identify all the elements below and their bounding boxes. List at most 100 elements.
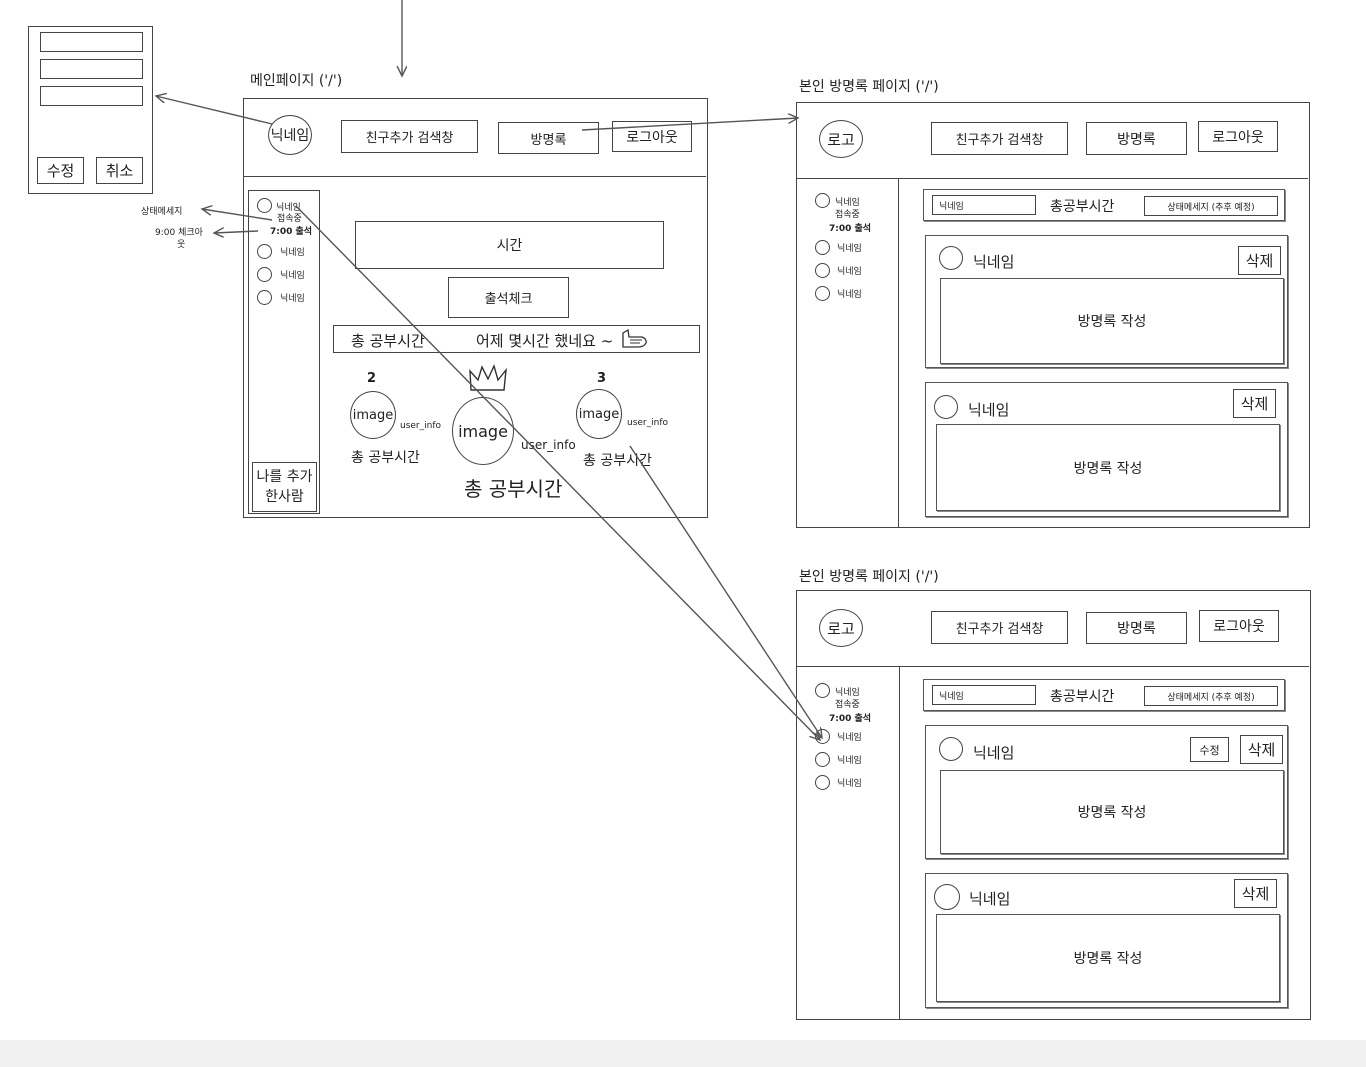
entry-content[interactable]: 방명록 작성 (940, 770, 1284, 854)
popup-edit-button[interactable]: 수정 (37, 157, 84, 184)
guestbook-button[interactable]: 방명록 (498, 122, 599, 154)
guestbook-button[interactable]: 방명록 (1086, 612, 1187, 644)
status-message-annotation: 상태메세지 (141, 207, 183, 217)
profile-status-message: 상태메세지 (추후 예정) (1144, 686, 1278, 706)
entry-delete-button[interactable]: 삭제 (1240, 735, 1283, 764)
checkout-annotation-line2: 웃 (177, 240, 186, 250)
rank-2-number: 2 (367, 371, 377, 386)
friend-avatar-icon (257, 267, 272, 282)
total-study-label: 총 공부시간 (351, 332, 425, 350)
yesterday-study-message: 어제 몇시간 했네요 ~ (476, 332, 614, 350)
friend-avatar-icon (257, 198, 272, 213)
friend-search-input[interactable]: 친구추가 검색창 (931, 611, 1068, 644)
logout-button[interactable]: 로그아웃 (1198, 121, 1278, 152)
friend-nickname[interactable]: 닉네임 (837, 756, 862, 766)
friend-nickname[interactable]: 닉네임 (837, 779, 862, 789)
friend-nickname[interactable]: 닉네임 (835, 688, 860, 698)
rank-3-image[interactable]: image (576, 389, 622, 439)
guestbook-page-title: 본인 방명록 페이지 ('/') (799, 569, 939, 585)
rank-2-image[interactable]: image (350, 391, 396, 439)
entry-nickname: 닉네임 (969, 890, 1011, 908)
entry-avatar-icon (934, 395, 958, 419)
guestbook-entry: 닉네임 삭제 방명록 작성 (925, 873, 1288, 1008)
entry-avatar-icon (939, 737, 963, 761)
friend-avatar-icon (815, 240, 830, 255)
entry-content[interactable]: 방명록 작성 (940, 278, 1284, 364)
nickname-avatar-button[interactable]: 닉네임 (268, 115, 312, 155)
guestbook-entry: 닉네임 수정 삭제 방명록 작성 (925, 725, 1288, 859)
friend-nickname[interactable]: 닉네임 (835, 198, 860, 208)
guestbook-sidebar: 닉네임 접속중 7:00 출석 닉네임 닉네임 닉네임 (797, 667, 900, 1019)
study-time-display: 시간 (355, 221, 664, 269)
popup-input-3[interactable] (40, 86, 143, 106)
profile-info-bar: 닉네임 총공부시간 상태메세지 (추후 예정) (923, 679, 1285, 711)
popup-cancel-button[interactable]: 취소 (96, 157, 143, 184)
friend-avatar-icon (815, 286, 830, 301)
rank-3-total-study: 총 공부시간 (583, 453, 652, 469)
popup-input-1[interactable] (40, 32, 143, 52)
friend-nickname[interactable]: 닉네임 (280, 271, 305, 281)
guestbook-entry: 닉네임 삭제 방명록 작성 (925, 235, 1288, 368)
friend-avatar-icon (815, 263, 830, 278)
entry-nickname: 닉네임 (973, 253, 1015, 271)
rank-2-total-study: 총 공부시간 (351, 450, 420, 466)
entry-delete-button[interactable]: 삭제 (1238, 246, 1281, 275)
main-page-title: 메인페이지 ('/') (250, 73, 343, 89)
friend-avatar-icon (815, 729, 830, 744)
friend-online-status: 접속중 (835, 700, 860, 710)
logout-button[interactable]: 로그아웃 (612, 121, 692, 152)
entry-avatar-icon (934, 884, 960, 910)
attendance-check-button[interactable]: 출석체크 (448, 277, 569, 318)
friend-nickname[interactable]: 닉네임 (280, 248, 305, 258)
friend-avatar-icon (815, 683, 830, 698)
added-me-button[interactable]: 나를 추가 한사람 (252, 462, 317, 512)
guestbook-page-title: 본인 방명록 페이지 ('/') (799, 79, 939, 95)
rank-3-user-info: user_info (627, 418, 669, 428)
bottom-bar (0, 1040, 1366, 1067)
logout-button[interactable]: 로그아웃 (1199, 610, 1279, 642)
logo[interactable]: 로고 (819, 609, 863, 647)
friend-avatar-icon (815, 193, 830, 208)
crown-icon (469, 363, 507, 391)
guestbook-button[interactable]: 방명록 (1086, 122, 1187, 155)
total-study-bar: 총 공부시간 어제 몇시간 했네요 ~ (333, 325, 700, 353)
friend-online-status: 접속중 (835, 210, 860, 220)
entry-edit-button[interactable]: 수정 (1190, 737, 1229, 762)
friend-avatar-icon (257, 244, 272, 259)
main-header: 닉네임 친구추가 검색창 방명록 로그아웃 (244, 99, 706, 177)
friend-avatar-icon (257, 290, 272, 305)
friend-avatar-icon (815, 775, 830, 790)
profile-nickname: 닉네임 (932, 195, 1036, 215)
friend-avatar-icon (815, 752, 830, 767)
entry-content[interactable]: 방명록 작성 (936, 424, 1280, 511)
rank-1-user-info: user_info (521, 438, 576, 452)
friend-search-input[interactable]: 친구추가 검색창 (931, 122, 1068, 155)
profile-total-study: 총공부시간 (1050, 199, 1115, 215)
rank-3-number: 3 (597, 371, 607, 386)
entry-delete-button[interactable]: 삭제 (1234, 879, 1277, 908)
friend-nickname[interactable]: 닉네임 (837, 267, 862, 277)
popup-input-2[interactable] (40, 59, 143, 79)
main-page-frame: 닉네임 친구추가 검색창 방명록 로그아웃 닉네임 접속중 7:00 출석 닉네… (243, 98, 708, 518)
logo[interactable]: 로고 (819, 120, 863, 158)
entry-delete-button[interactable]: 삭제 (1233, 389, 1276, 418)
rank-1-image[interactable]: image (452, 397, 514, 465)
edit-popup: 수정 취소 (28, 26, 153, 194)
hand-point-icon (622, 328, 647, 348)
guestbook-page-frame: 로고 친구추가 검색창 방명록 로그아웃 닉네임 접속중 7:00 출석 닉네임… (796, 590, 1311, 1020)
entry-nickname: 닉네임 (968, 401, 1010, 419)
friend-sidebar: 닉네임 접속중 7:00 출석 닉네임 닉네임 닉네임 나를 추가 한사람 (248, 190, 320, 514)
friend-nickname[interactable]: 닉네임 (280, 294, 305, 304)
friend-search-input[interactable]: 친구추가 검색창 (341, 120, 478, 153)
guestbook-header: 로고 친구추가 검색창 방명록 로그아웃 (797, 103, 1308, 179)
friend-nickname[interactable]: 닉네임 (837, 290, 862, 300)
friend-nickname[interactable]: 닉네임 (837, 244, 862, 254)
guestbook-sidebar: 닉네임 접속중 7:00 출석 닉네임 닉네임 닉네임 (797, 179, 899, 527)
friend-nickname[interactable]: 닉네임 (837, 733, 862, 743)
checkout-annotation-line1: 9:00 체크아 (155, 228, 203, 238)
friend-nickname[interactable]: 닉네임 (276, 203, 301, 213)
guestbook-entry: 닉네임 삭제 방명록 작성 (925, 382, 1288, 517)
added-me-line1: 나를 추가 (256, 469, 313, 485)
entry-content[interactable]: 방명록 작성 (936, 914, 1280, 1002)
friend-attendance: 7:00 출석 (829, 714, 872, 724)
